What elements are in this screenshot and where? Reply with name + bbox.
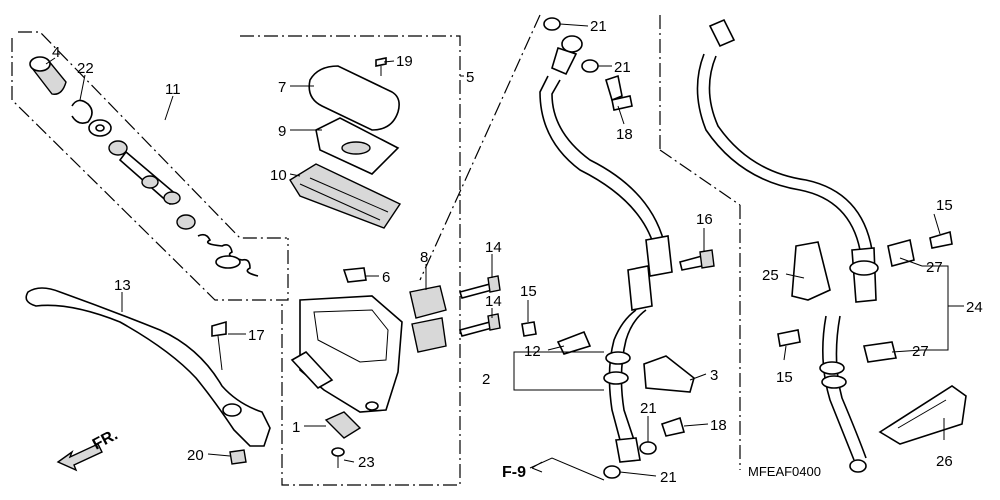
spring-part [197,233,259,277]
callout-1: 1 [292,419,300,436]
callout-15-middle: 15 [520,283,537,300]
callout-17: 17 [248,327,265,344]
clamp-27-parts [863,239,915,363]
callout-13: 13 [114,277,131,294]
dust-boot-part [29,56,67,95]
callout-21-bottom: 21 [660,469,677,486]
oil-bolt-parts [605,74,686,437]
callout-11: 11 [165,81,181,98]
reference-arrow-icon [531,461,543,473]
callout-27-upper: 27 [926,259,943,276]
callout-16: 16 [696,211,713,228]
callout-14-lower: 14 [485,293,502,310]
diaphragm-part [289,163,402,229]
holder-part [409,285,447,353]
circlip-part [71,99,93,124]
pivot-bolt-part [211,320,227,371]
callout-25: 25 [762,267,779,284]
callout-14-upper: 14 [485,239,502,256]
callout-2: 2 [482,371,490,388]
section-divider-lines [419,14,741,470]
callout-18-upper: 18 [616,126,633,143]
front-direction-arrow-icon [56,443,103,472]
cap-screw-part [375,57,387,76]
guide-25-part [791,241,831,301]
callout-24: 24 [966,299,983,316]
callout-3: 3 [710,367,718,384]
hose-clamp-12-part [521,321,592,355]
callout-7: 7 [278,79,286,96]
callout-18-lower: 18 [710,417,727,434]
callout-8: 8 [420,249,428,266]
stay-26-part [878,385,967,445]
plate-part [315,117,400,175]
switch-part [324,411,362,439]
nut-20-part [229,449,247,465]
front-brake-hose-part [539,35,673,463]
reservoir-cap-part [308,65,400,131]
brake-lever-part [25,287,271,447]
callout-23: 23 [358,454,375,471]
callout-27-lower: 27 [912,343,929,360]
bolt-16-part [679,249,715,271]
callout-26: 26 [936,453,953,470]
callout-19: 19 [396,53,413,70]
bolt-parts [458,275,501,337]
callout-labels: 4 22 11 7 9 10 19 5 6 8 13 17 1 20 23 14… [52,18,983,486]
callout-20: 20 [187,447,204,464]
master-cylinder-kit-outline [11,31,289,301]
callout-5: 5 [466,69,474,86]
callout-15-right-bottom: 15 [776,369,793,386]
callout-15-right-top: 15 [936,197,953,214]
reservoir-assembly-outline [240,35,461,486]
screw-23-part [331,447,345,468]
master-cylinder-body-part [290,295,403,413]
piston-set-part [108,140,196,230]
diagram-code: MFEAF0400 [748,464,821,479]
callout-21-upper: 21 [614,59,631,76]
callout-4: 4 [52,44,60,61]
callout-9: 9 [278,123,286,140]
washer-part [88,119,112,137]
callout-12: 12 [524,343,541,360]
callout-21-top: 21 [590,18,607,35]
bolt-15-parts [777,230,953,347]
callout-22: 22 [77,60,94,77]
figure-reference-label: F-9 [502,464,526,481]
clip-part [342,267,367,283]
callout-10: 10 [270,167,287,184]
callout-21-lower: 21 [640,400,657,417]
callout-6: 6 [382,269,390,286]
rear-hose-part [696,18,879,473]
stay-3-part [643,355,695,393]
